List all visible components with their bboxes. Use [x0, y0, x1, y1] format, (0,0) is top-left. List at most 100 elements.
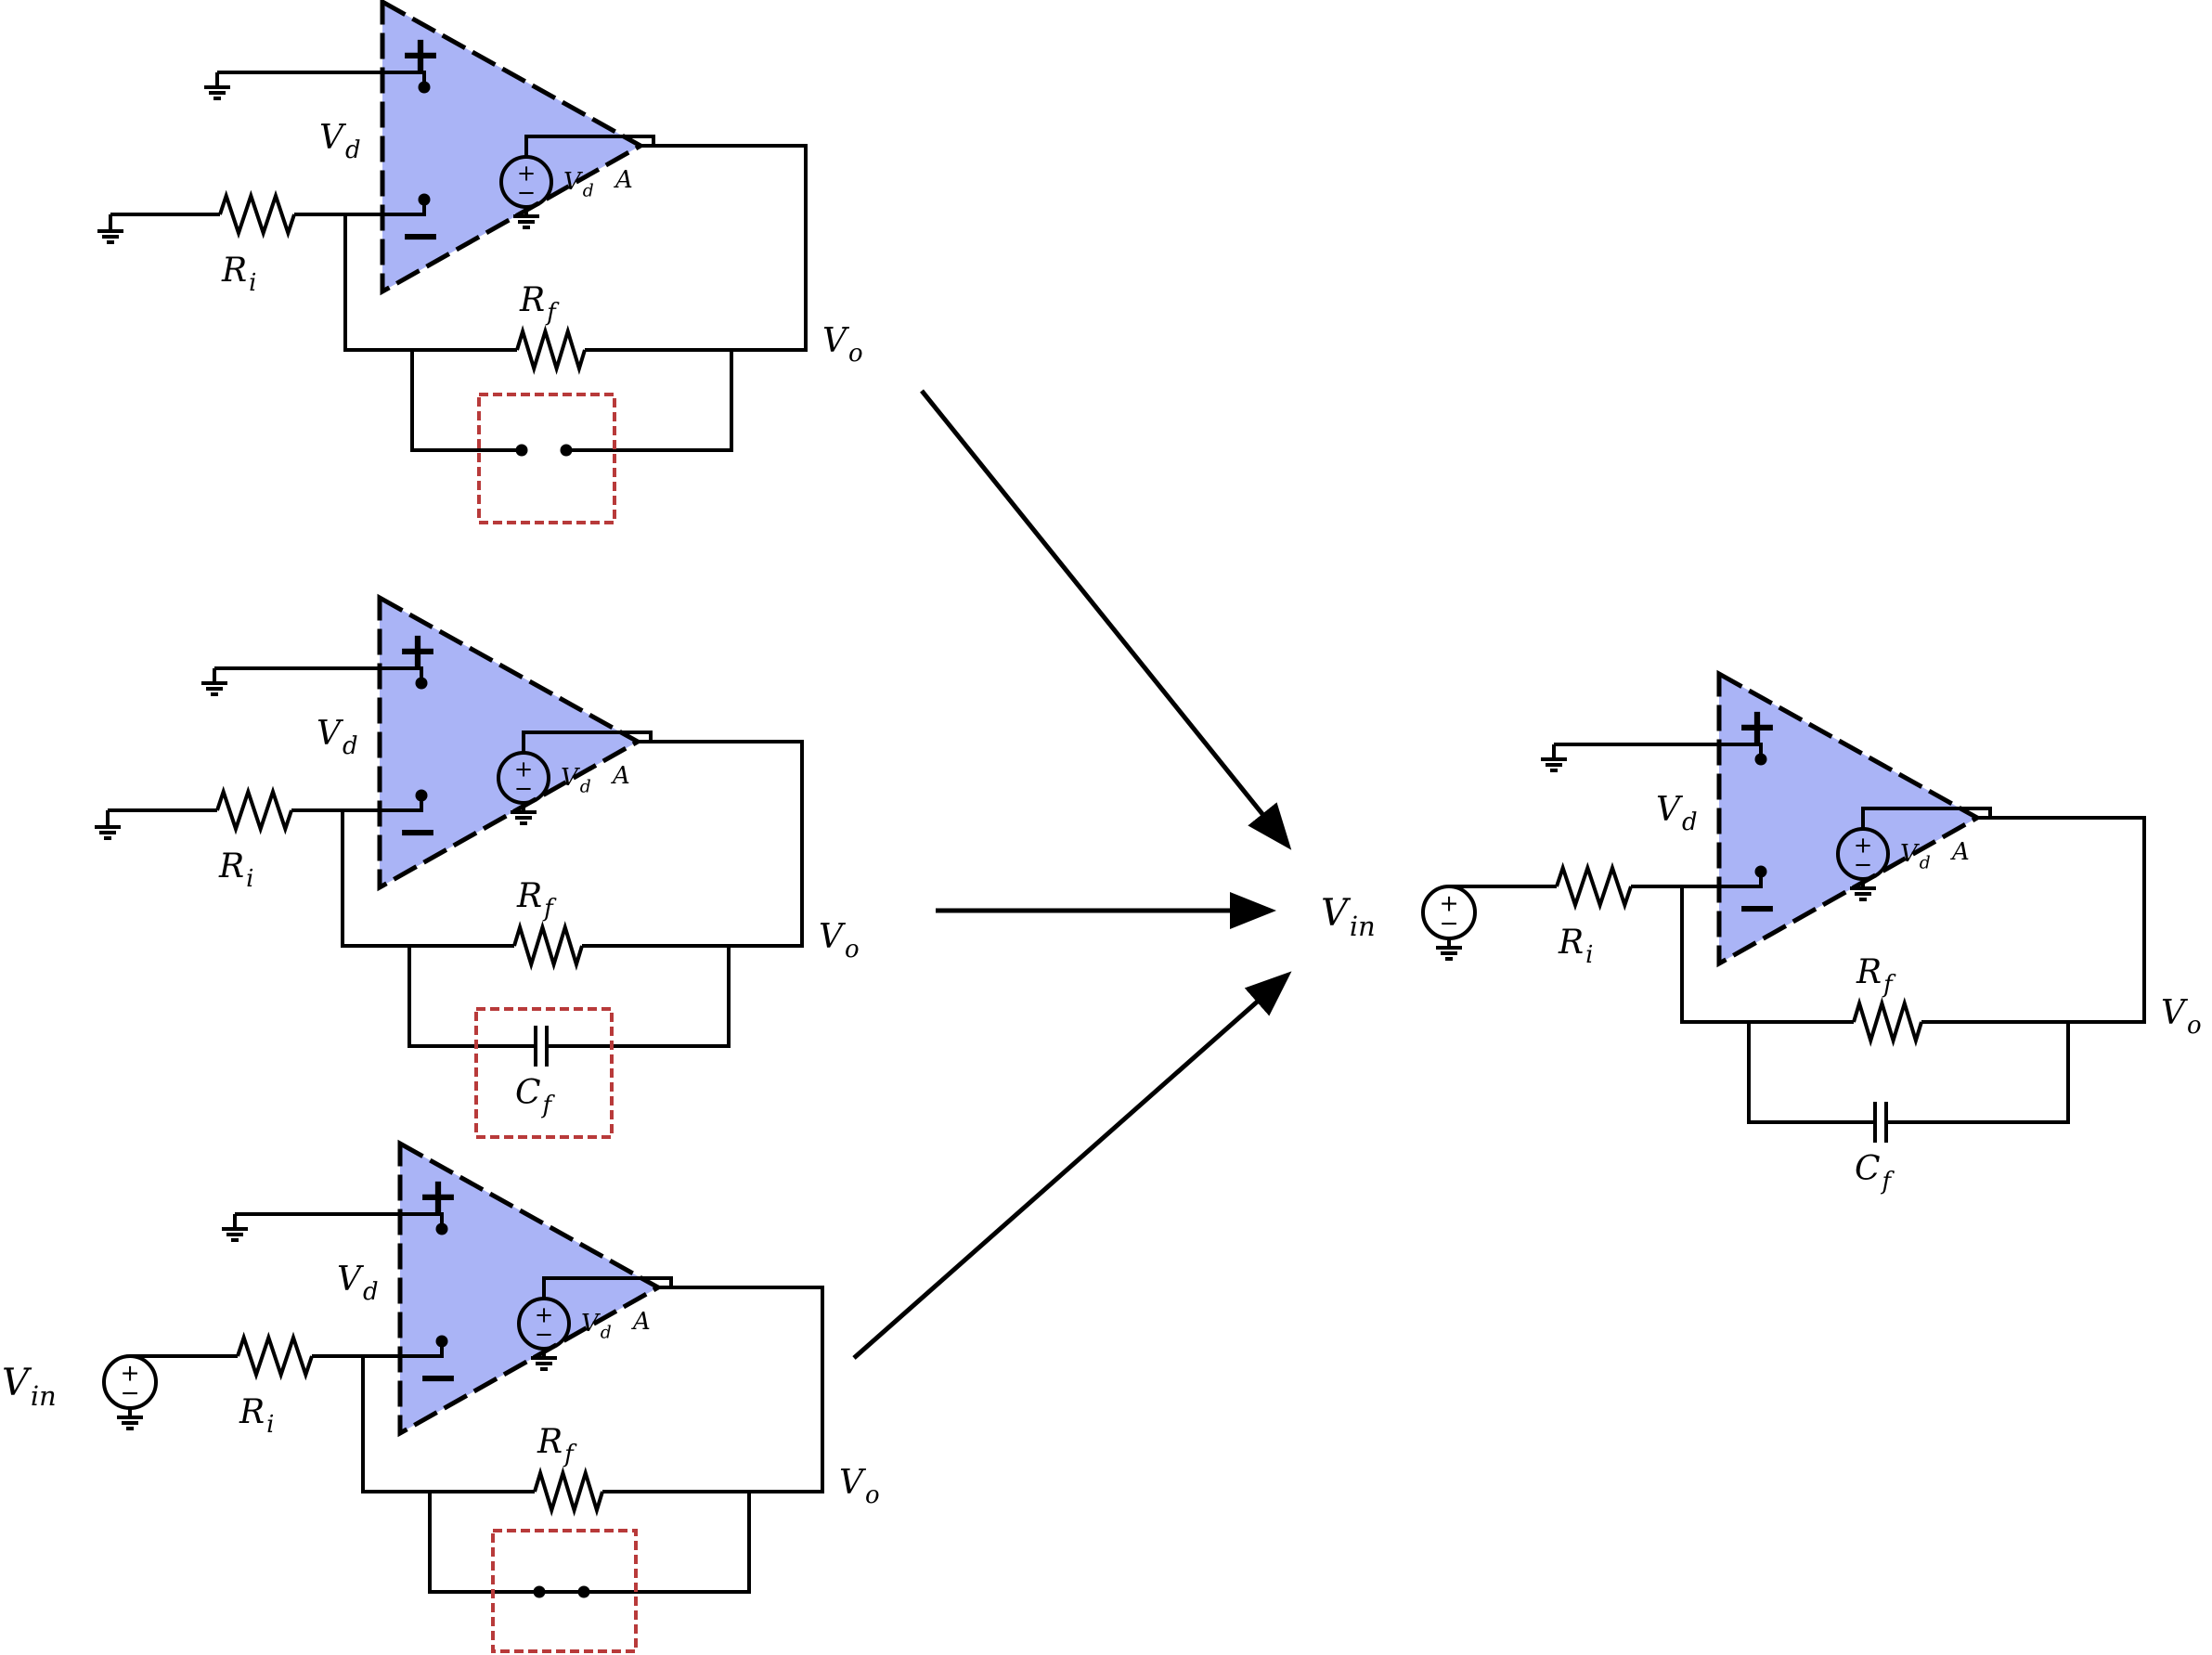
parallel-branch-wire [584, 1492, 751, 1594]
ri-label-sub: i [249, 269, 256, 297]
ri-label-main: R [221, 252, 247, 290]
resistor-zigzag [512, 921, 584, 971]
source-plus: + [1854, 832, 1872, 859]
vd-label-main: V [317, 715, 344, 753]
ri-label-main: R [1558, 924, 1584, 962]
source-plus: + [517, 160, 536, 187]
highlight-box [474, 1007, 614, 1139]
feedback-wire [361, 1286, 824, 1493]
vo-label-main: V [822, 322, 850, 360]
dependent-voltage-source-icon: +− [499, 155, 553, 229]
rf-label-main: R [516, 877, 542, 915]
resistor-zigzag [533, 1467, 604, 1517]
parallel-branch-wire [428, 1492, 539, 1594]
terminal-dot [418, 81, 431, 94]
resistor-icon [533, 1467, 604, 1517]
vd-label-sub: d [345, 136, 361, 164]
opamp-triangle [380, 0, 646, 296]
ground-icon [204, 85, 230, 100]
terminal-dot [577, 1585, 590, 1598]
resistor-icon [1555, 861, 1633, 912]
parallel-branch-wire [563, 946, 731, 1048]
vin-label-main: V [2, 1362, 32, 1404]
vd-label-main: V [337, 1261, 365, 1299]
capacitor-icon [1873, 1102, 1888, 1143]
ground-icon [1850, 886, 1876, 901]
ground-icon [1436, 946, 1462, 961]
vin-label-sub: in [31, 1380, 57, 1412]
vd-label-sub: d [343, 732, 358, 760]
vda-label-main: V [1900, 840, 1920, 868]
terminal-dot [533, 1585, 546, 1598]
dependent-voltage-source-icon: +− [497, 751, 550, 825]
resistor-icon [218, 189, 296, 239]
vo-label-main: V [839, 1464, 867, 1502]
gain-label: A [611, 762, 630, 790]
rf-label-main: R [537, 1423, 563, 1461]
vda-label-main: V [581, 1310, 601, 1338]
resistor-zigzag [218, 189, 296, 239]
resistor-icon [512, 921, 584, 971]
resistor-zigzag [515, 325, 587, 375]
resistor-icon [215, 785, 293, 835]
ground-icon [1541, 757, 1567, 772]
ri-label-sub: i [1585, 941, 1593, 969]
resistor-icon [515, 325, 587, 375]
voltage-source-icon: +− [102, 1354, 158, 1430]
gain-label: A [614, 166, 633, 194]
source-minus: − [514, 774, 533, 801]
resistor-icon [236, 1331, 314, 1381]
vd-label-sub: d [363, 1278, 379, 1306]
source-minus: − [1854, 850, 1872, 877]
plus-sign: + [1736, 697, 1778, 756]
cf-label-main: C [1855, 1150, 1881, 1188]
ground-icon [511, 810, 537, 825]
terminal-dot [435, 1222, 448, 1235]
vda-label-sub: d [601, 1323, 612, 1342]
gain-label: A [631, 1308, 651, 1336]
ri-label-sub: i [266, 1411, 274, 1439]
cf-label-main: C [515, 1074, 541, 1112]
opamp-triangle [377, 593, 643, 892]
source-minus: − [517, 178, 536, 205]
ground-icon [513, 214, 539, 229]
parallel-branch-wire [566, 350, 733, 452]
gain-label: A [1950, 838, 1970, 866]
opamp-triangle [397, 1139, 664, 1438]
vd-label-main: V [1656, 791, 1684, 829]
rf-label-sub: f [542, 895, 557, 923]
capacitor-icon [534, 1026, 549, 1067]
resistor-zigzag [236, 1331, 314, 1381]
inverting-input-wire [363, 1341, 444, 1358]
parallel-branch-wire [407, 946, 519, 1048]
source-minus: − [1439, 910, 1458, 937]
plus-sign: + [396, 621, 438, 679]
feedback-wire [1680, 816, 2146, 1024]
vo-label-sub: o [865, 1481, 880, 1509]
cf-label-sub: f [541, 1092, 556, 1119]
ri-label-sub: i [246, 865, 253, 893]
rf-label-sub: f [563, 1441, 577, 1468]
arrow-icon [920, 389, 1292, 850]
terminal-dot [560, 444, 573, 457]
parallel-branch-wire [410, 350, 522, 452]
